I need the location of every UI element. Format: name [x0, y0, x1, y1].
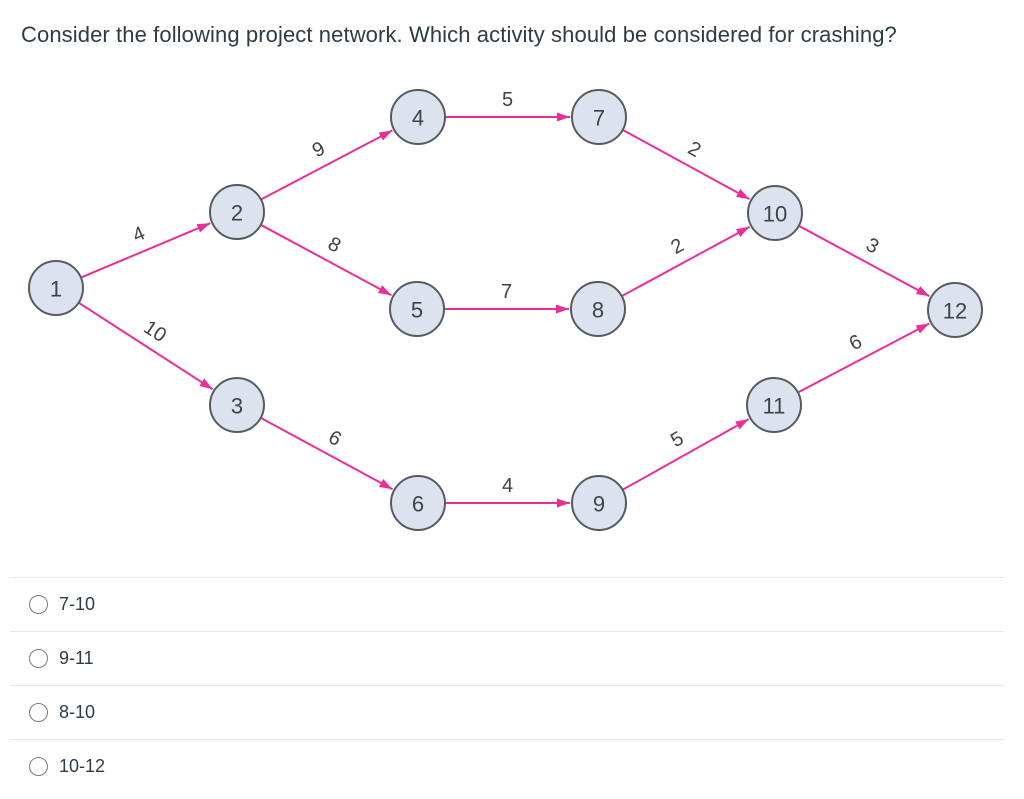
- node-number-label: 3: [231, 394, 243, 419]
- node-number-label: 8: [592, 298, 604, 323]
- diagram-node: 1: [28, 260, 84, 316]
- edge-weight-label: 8: [324, 233, 344, 258]
- radio-button-icon[interactable]: [29, 595, 48, 614]
- edge-weight-label: 4: [502, 475, 513, 497]
- question-text: Consider the following project network. …: [21, 22, 897, 47]
- node-number-label: 7: [593, 106, 605, 131]
- edge-weight-label: 2: [667, 234, 687, 259]
- option-label: 10-12: [59, 756, 106, 776]
- option-label: 8-10: [59, 702, 96, 722]
- node-number-label: 5: [411, 298, 423, 323]
- diagram-node: 9: [571, 475, 627, 531]
- answer-option[interactable]: 7-10: [10, 577, 1004, 631]
- diagram-node: 12: [927, 282, 983, 338]
- node-number-label: 11: [763, 394, 786, 419]
- edge-weight-label: 9: [309, 138, 329, 163]
- edge-arrow: [260, 223, 392, 297]
- edge-arrow: [798, 224, 930, 298]
- node-number-label: 10: [763, 202, 787, 227]
- diagram-node: 6: [390, 475, 446, 531]
- edge-weight-label: 5: [667, 427, 687, 452]
- edge-weight-label: 10: [140, 316, 171, 347]
- edge-weight-label: 2: [684, 137, 704, 162]
- diagram-node: 11: [746, 377, 802, 433]
- edge-arrow: [797, 322, 930, 394]
- edge-arrow: [260, 129, 393, 201]
- diagram-node: 4: [390, 89, 446, 145]
- node-number-label: 9: [593, 492, 605, 517]
- diagram-node: 10: [747, 185, 803, 241]
- answer-option[interactable]: 8-10: [10, 685, 1004, 739]
- edge-arrow: [80, 222, 211, 279]
- diagram-node: 7: [571, 89, 627, 145]
- edge-arrow: [260, 416, 393, 491]
- edge-weight-label: 7: [501, 281, 512, 303]
- edge-arrow: [622, 129, 751, 200]
- edge-weight-label: 4: [130, 222, 149, 247]
- edge-arrow: [622, 418, 750, 491]
- edge-weight-label: 3: [862, 234, 882, 259]
- node-number-label: 6: [412, 492, 424, 517]
- node-number-label: 1: [50, 277, 62, 302]
- diagram-node: 3: [209, 377, 265, 433]
- diagram-node: 8: [570, 281, 626, 337]
- radio-button-icon[interactable]: [29, 703, 48, 722]
- radio-button-icon[interactable]: [29, 757, 48, 776]
- diagram-node: 5: [389, 281, 445, 337]
- edge-arrow: [78, 301, 214, 391]
- answer-option[interactable]: 9-11: [10, 631, 1004, 685]
- node-number-label: 12: [943, 299, 967, 324]
- edge-weight-label: 6: [325, 426, 345, 451]
- option-label: 9-11: [59, 648, 94, 668]
- node-number-label: 4: [412, 106, 424, 131]
- answer-option[interactable]: 10-12: [10, 739, 1004, 793]
- radio-button-icon[interactable]: [29, 649, 48, 668]
- node-number-label: 2: [231, 201, 243, 226]
- option-label: 7-10: [59, 594, 96, 614]
- edge-weight-label: 5: [502, 89, 513, 111]
- diagram-node: 2: [209, 184, 265, 240]
- answer-options: 7-10 9-11 8-10 10-12: [0, 577, 1024, 793]
- edge-weight-label: 6: [846, 331, 866, 356]
- edge-arrow: [621, 225, 750, 298]
